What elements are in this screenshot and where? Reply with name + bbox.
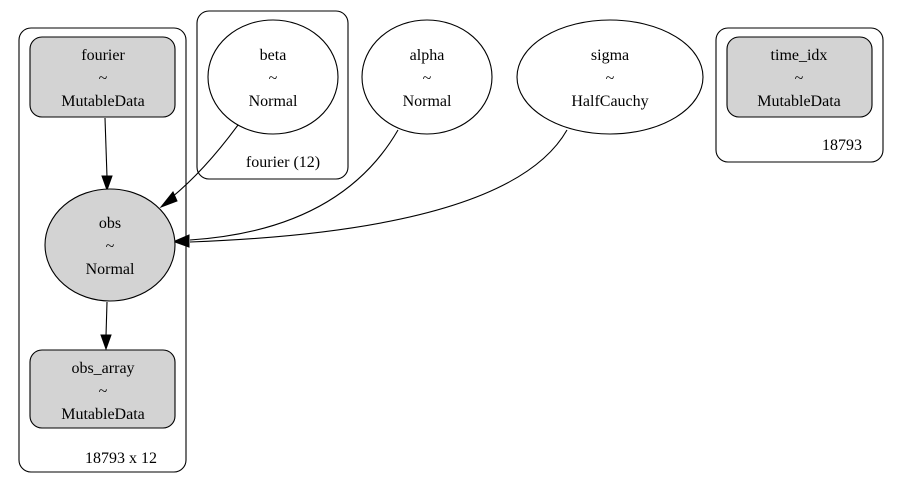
edge-beta-obs-arrowhead bbox=[159, 191, 178, 209]
edge-fourier-obs bbox=[104, 117, 108, 178]
node-obs: obs ~ Normal bbox=[44, 188, 176, 302]
node-time-idx-dist: MutableData bbox=[757, 93, 841, 110]
node-obs-dist: Normal bbox=[86, 261, 135, 278]
node-sigma-tilde: ~ bbox=[606, 70, 615, 87]
plate-obs-border bbox=[18, 27, 187, 473]
node-obs-array-name: obs_array bbox=[71, 360, 134, 377]
node-obs-tilde: ~ bbox=[106, 238, 115, 255]
node-alpha: alpha ~ Normal bbox=[361, 19, 493, 135]
node-time-idx-box bbox=[726, 36, 873, 118]
edge-obs-obsarray bbox=[105, 301, 108, 337]
node-alpha-name: alpha bbox=[410, 47, 445, 64]
node-sigma: sigma ~ HalfCauchy bbox=[516, 19, 704, 135]
plate-time-label: 18793 bbox=[822, 137, 862, 154]
node-obs-array-box bbox=[29, 349, 176, 429]
node-fourier: fourier ~ MutableData bbox=[29, 36, 176, 118]
node-alpha-ellipse bbox=[361, 19, 493, 135]
node-beta-ellipse bbox=[207, 19, 339, 135]
plate-fourier-label: fourier (12) bbox=[246, 154, 320, 171]
node-obs-array-dist: MutableData bbox=[61, 406, 145, 423]
edge-sigma-obs-arrowhead bbox=[173, 236, 190, 248]
edge-obs-obsarray-arrowhead bbox=[100, 334, 112, 351]
node-sigma-ellipse bbox=[516, 19, 704, 135]
node-obs-array: obs_array ~ MutableData bbox=[29, 349, 176, 429]
node-obs-array-tilde: ~ bbox=[99, 383, 108, 400]
plate-obs-label: 18793 x 12 bbox=[85, 450, 157, 467]
plate-time-border bbox=[715, 27, 884, 163]
node-time-idx-tilde: ~ bbox=[795, 70, 804, 87]
node-fourier-box bbox=[29, 36, 176, 118]
node-obs-ellipse bbox=[44, 188, 176, 302]
node-fourier-tilde: ~ bbox=[99, 70, 108, 87]
edge-fourier-obs-arrowhead bbox=[101, 175, 113, 192]
edge-alpha-obs bbox=[189, 129, 399, 241]
node-beta-name: beta bbox=[260, 47, 287, 64]
edge-sigma-obs bbox=[189, 129, 568, 243]
plate-fourier-border bbox=[196, 10, 349, 180]
node-sigma-dist: HalfCauchy bbox=[571, 93, 648, 110]
node-sigma-name: sigma bbox=[591, 47, 629, 64]
plate-obs: 18793 x 12 bbox=[18, 27, 187, 473]
node-obs-name: obs bbox=[99, 215, 121, 232]
node-beta-tilde: ~ bbox=[269, 70, 278, 87]
node-alpha-dist: Normal bbox=[403, 93, 452, 110]
plate-time: 18793 bbox=[715, 27, 884, 163]
plate-fourier: fourier (12) bbox=[196, 10, 349, 180]
node-fourier-name: fourier bbox=[81, 47, 125, 64]
node-time-idx: time_idx ~ MutableData bbox=[726, 36, 873, 118]
node-beta: beta ~ Normal bbox=[207, 19, 339, 135]
node-fourier-dist: MutableData bbox=[61, 93, 145, 110]
edge-beta-obs bbox=[170, 124, 239, 199]
node-time-idx-name: time_idx bbox=[771, 47, 828, 64]
node-beta-dist: Normal bbox=[249, 93, 298, 110]
edges bbox=[100, 117, 568, 351]
node-alpha-tilde: ~ bbox=[423, 70, 432, 87]
